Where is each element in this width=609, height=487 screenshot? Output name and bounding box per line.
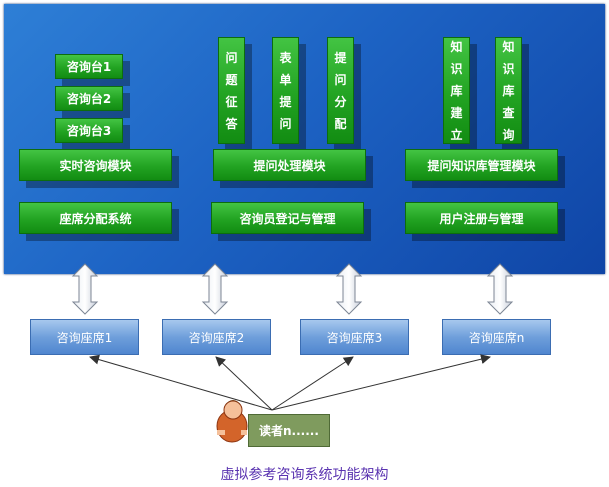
console-box-2: 咨询台2 [55,86,123,111]
vertical-char: 库 [450,83,463,98]
knowledge-management-module: 提问知识库管理模块 [405,149,558,181]
seat-box-3: 咨询座席3 [300,319,409,355]
vertical-char: 问 [279,116,292,131]
vertical-char: 建 [450,105,463,120]
question-column-answering: 问题征答 [218,37,245,144]
vertical-char: 识 [450,61,463,76]
vertical-char: 提 [279,94,292,109]
vertical-char: 表 [279,50,292,65]
reader-to-seat-3 [271,356,354,411]
vertical-char: 答 [225,116,238,131]
vertical-char: 识 [502,61,515,76]
seat-allocation-system: 座席分配系统 [19,202,172,234]
knowledge-column-build: 知识库建立 [443,37,470,144]
user-management: 用户注册与管理 [405,202,558,234]
double-arrow-icon-1 [71,263,99,315]
reader-to-seat-1 [89,354,273,411]
reader-to-seat-2 [215,356,273,411]
vertical-char: 知 [502,39,515,54]
vertical-char: 配 [334,116,347,131]
console-box-3: 咨询台3 [55,118,123,143]
seat-box-n: 咨询座席n [442,319,551,355]
double-arrow-icon-3 [335,263,363,315]
vertical-char: 问 [334,72,347,87]
vertical-char: 分 [334,94,347,109]
vertical-char: 询 [502,127,515,142]
reader-label: 读者n...... [259,424,319,438]
reader-to-seat-n [271,354,491,411]
double-arrow-icon-4 [486,263,514,315]
knowledge-column-query: 知识库查询 [495,37,522,144]
console-box-1: 咨询台1 [55,54,123,79]
vertical-char: 知 [450,39,463,54]
vertical-char: 问 [225,50,238,65]
seat-box-1: 咨询座席1 [30,319,139,355]
vertical-char: 题 [225,72,238,87]
realtime-module: 实时咨询模块 [19,149,172,181]
seat-box-2: 咨询座席2 [162,319,271,355]
diagram-caption: 虚拟参考咨询系统功能架构 [220,467,389,483]
question-column-assign: 提问分配 [327,37,354,144]
double-arrow-icon-2 [201,263,229,315]
reader-box: 读者n...... [248,414,330,447]
question-column-form: 表单提问 [272,37,299,144]
vertical-char: 查 [502,105,515,120]
vertical-char: 征 [225,94,238,109]
question-processing-module: 提问处理模块 [213,149,366,181]
vertical-char: 单 [279,72,292,87]
vertical-char: 库 [502,83,515,98]
vertical-char: 立 [450,127,463,142]
vertical-char: 提 [334,50,347,65]
consultant-management: 咨询员登记与管理 [211,202,364,234]
